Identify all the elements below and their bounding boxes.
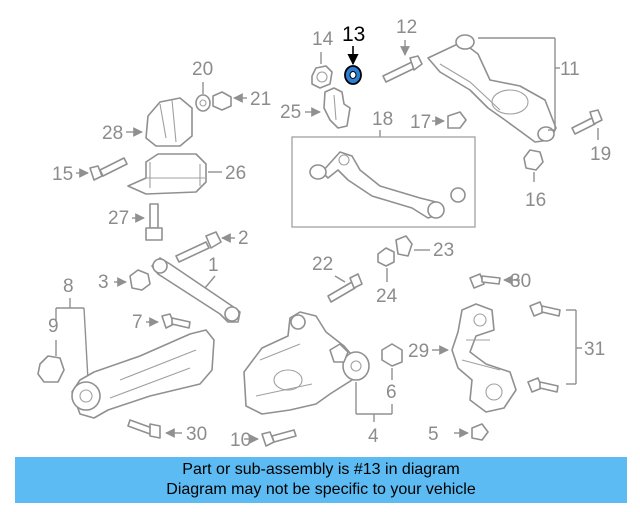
banner-line-1: Part or sub-assembly is #13 in diagram <box>182 461 460 478</box>
callout-11: 11 <box>560 59 580 80</box>
part-29-hub-carrier[interactable]: 29 <box>408 303 517 413</box>
callout-10: 30 <box>186 424 207 445</box>
callout-6: 6 <box>386 382 397 403</box>
callout-31: 31 <box>584 339 605 360</box>
callout-19: 15 <box>52 164 73 185</box>
callout-29: 29 <box>408 341 429 362</box>
callout-12: 12 <box>396 17 417 38</box>
part-15-bolt[interactable]: 19 <box>571 109 611 165</box>
part-30-bolt-upper[interactable]: 30 <box>469 271 531 292</box>
part-17-bolt[interactable]: 17 <box>410 111 467 133</box>
callout-28: 28 <box>102 123 123 144</box>
part-20-washer[interactable]: 20 <box>192 59 213 112</box>
callout-7: 7 <box>132 312 143 333</box>
part-4-bolt[interactable]: 10 <box>230 429 297 451</box>
part-11-control-arm[interactable]: 11 <box>427 34 580 143</box>
part-22-bolt[interactable]: 22 <box>312 254 363 303</box>
callout-24: 24 <box>376 286 398 307</box>
part-31-bolts[interactable]: 31 <box>527 301 605 393</box>
part-9-bushing[interactable]: 9 <box>37 316 65 383</box>
callout-26: 26 <box>225 163 246 184</box>
banner-line-2: Diagram may not be specific to your vehi… <box>166 481 476 498</box>
callout-15: 19 <box>590 144 611 165</box>
callout-5: 4 <box>368 426 379 447</box>
callout-17: 17 <box>410 112 431 133</box>
part-14-nut[interactable]: 14 <box>311 29 334 89</box>
part-18-link-assembly[interactable]: 18 <box>291 109 476 228</box>
part-25-bracket[interactable]: 25 <box>280 87 351 129</box>
part-28-mount[interactable]: 28 <box>102 97 193 147</box>
callout-2: 2 <box>238 228 249 249</box>
callout-25: 25 <box>280 102 301 123</box>
part-8-trailing-arm[interactable]: 8 <box>55 276 215 419</box>
part-21-nut[interactable]: 21 <box>212 89 271 111</box>
callout-1: 1 <box>208 255 219 276</box>
callout-30-upper: 30 <box>510 271 531 292</box>
part-13-washer[interactable]: 13 <box>342 23 365 85</box>
callout-22: 22 <box>312 254 333 275</box>
callout-27: 27 <box>108 208 129 229</box>
part-7-bolt[interactable]: 7 <box>132 312 191 333</box>
part-23-bracket[interactable]: 23 <box>395 235 454 261</box>
part-19-bolt[interactable]: 15 <box>52 157 128 185</box>
part-3-nut[interactable]: 3 <box>98 269 151 293</box>
info-banner: Part or sub-assembly is #13 in diagram D… <box>15 457 627 503</box>
part-2-bolt[interactable]: 2 <box>175 228 249 263</box>
part-1-link[interactable]: 1 <box>151 255 241 323</box>
callout-30-lower: 5 <box>428 424 439 445</box>
part-26-mount[interactable]: 26 <box>127 153 246 195</box>
callout-23: 23 <box>433 240 454 261</box>
part-12-bolt[interactable]: 12 <box>382 17 423 83</box>
callout-18: 18 <box>372 109 393 130</box>
callout-21: 21 <box>250 89 271 110</box>
part-30-bolt-lower[interactable]: 5 <box>428 423 489 445</box>
callout-8: 8 <box>63 276 74 297</box>
callout-3: 3 <box>98 272 109 293</box>
part-6-bushing[interactable]: 6 <box>381 343 403 403</box>
part-knuckle[interactable] <box>243 311 370 415</box>
part-27-bolt[interactable]: 27 <box>108 203 163 241</box>
callout-20: 20 <box>192 59 213 80</box>
parts-diagram: 13 14 12 11 20 21 <box>37 17 611 451</box>
callout-9: 9 <box>48 316 59 337</box>
part-5-group[interactable]: 4 <box>355 382 393 447</box>
part-16-nut[interactable]: 16 <box>523 149 546 211</box>
callout-4: 10 <box>230 430 251 451</box>
callout-16: 16 <box>525 190 546 211</box>
part-24-nut[interactable]: 24 <box>376 247 398 307</box>
callout-13: 13 <box>342 23 365 46</box>
part-10-bolt[interactable]: 30 <box>127 419 207 445</box>
callout-14: 14 <box>312 29 334 50</box>
